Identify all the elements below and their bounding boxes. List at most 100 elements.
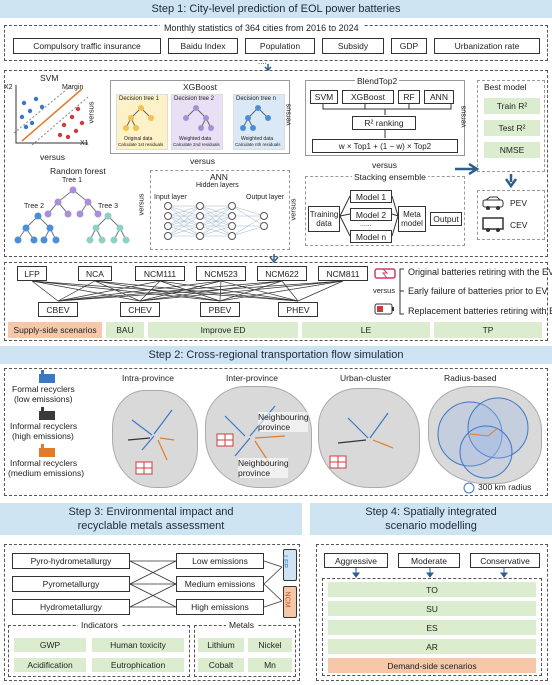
rf-tree-label: Tree 2	[24, 203, 44, 210]
svm-x2-label: X2	[4, 84, 13, 91]
arrow-down-icon	[269, 254, 279, 264]
arrow-down-icon	[504, 174, 518, 188]
versus-label: versus	[190, 156, 216, 166]
xgb-residual-label: Calculate 2nd residuals	[173, 142, 220, 147]
stack-model-box: Model n	[350, 230, 392, 243]
demand-scenario-box: TO	[328, 582, 536, 597]
step4-panel	[316, 544, 548, 681]
output-box: Output	[430, 212, 462, 226]
xgb-tree-2	[171, 94, 223, 150]
radius-based-map	[428, 386, 542, 484]
metals-title: Metals	[226, 620, 258, 630]
vehicle-box: PBEV	[200, 302, 240, 317]
stack-arrows	[340, 195, 399, 237]
ann-output-label: Output layer	[246, 194, 285, 201]
metal-box: Nickel	[248, 638, 292, 652]
vehicle-box: CBEV	[38, 302, 78, 317]
versus-label: versus	[283, 103, 293, 126]
xgb-tree-label: Decision tree n	[236, 96, 277, 102]
recycler-detail: (high emissions)	[12, 431, 74, 441]
models-panel	[4, 70, 548, 257]
metal-box: Cobalt	[198, 658, 244, 672]
scenario-box: BAU	[106, 322, 144, 338]
svm-plot	[13, 84, 89, 146]
metric-box: Train R²	[484, 98, 540, 114]
step3-panel	[4, 544, 300, 681]
indicators-title: Indicators	[78, 620, 121, 630]
scenario-box: Improve ED	[148, 322, 298, 338]
ann-title: ANN	[210, 172, 228, 182]
versus-label: versus	[372, 160, 398, 170]
chem-box: NCA	[78, 266, 112, 281]
formal-recycler-icon	[39, 370, 55, 383]
stack-ellipsis: ......	[360, 221, 372, 228]
blend-title: BlendTop2	[355, 76, 400, 86]
emission-box: High emissions	[176, 599, 264, 615]
blend-arrows	[322, 104, 452, 138]
xgb-tree-n	[233, 94, 285, 150]
informal-high-recycler-icon	[39, 407, 55, 420]
meta-model-label: Meta model	[401, 210, 423, 228]
ann-network	[164, 202, 268, 240]
svg-text:....: ....	[258, 58, 267, 66]
map-title: Radius-based	[444, 373, 497, 383]
vehicle-box: PHEV	[278, 302, 318, 317]
process-box: Pyrometallurgy	[12, 576, 130, 592]
chem-box: LFP	[17, 266, 47, 281]
xgb-data-label: Weighted data	[179, 136, 212, 142]
process-box: Hydrometallurgy	[12, 599, 130, 615]
retire-bracket	[399, 268, 404, 315]
supply-scenarios-label: Supply-side scenarios	[8, 322, 102, 338]
step4-title: Step 4: Spatially integrated scenario mo…	[365, 506, 497, 532]
emission-battery-links	[264, 560, 283, 608]
xgb-tree-1	[116, 94, 168, 150]
demand-scenarios-label: Demand-side scenarios	[328, 658, 536, 673]
stack-model-box: Model 1	[350, 190, 392, 203]
rf-graphics	[14, 186, 130, 244]
demand-scenario-box: SU	[328, 601, 536, 616]
lfp-battery-icon	[283, 549, 297, 581]
demand-scenario-box: ES	[328, 620, 536, 635]
metric-box: Test R²	[484, 120, 540, 136]
neighbour-label: Neighbouring province	[238, 458, 289, 478]
svm-x1-label: X1	[80, 140, 89, 147]
arrow-right-icon	[455, 163, 480, 175]
feature-box: Baidu Index	[168, 38, 238, 54]
blend-formula-box: w × Top1 + (1 − w) × Top2	[312, 139, 458, 153]
xgb-residual-label: Calculate nth residuals	[235, 142, 281, 147]
indicator-box: Eutrophication	[92, 658, 184, 672]
step3-banner: Step 3: Environmental impact and recycla…	[0, 503, 302, 535]
emission-box: Low emissions	[176, 553, 264, 569]
rf-title: Random forest	[50, 166, 106, 176]
vehicle-box: CHEV	[120, 302, 160, 317]
feature-box: Compulsory traffic insurance	[13, 38, 161, 54]
process-emission-links	[130, 560, 177, 608]
lfp-battery-label: LFP	[280, 555, 288, 568]
mode-arrows	[352, 568, 508, 578]
ann-input-label: Input layer	[154, 194, 187, 201]
cev-label: CEV	[510, 220, 528, 230]
indicator-box: Human toxicity	[92, 638, 184, 652]
cev-icon	[482, 217, 504, 232]
xgb-tree-graphics	[123, 105, 271, 131]
training-data-box: Training data	[308, 206, 340, 232]
informal-medium-recycler-icon	[39, 444, 55, 457]
map-title: Inter-province	[226, 373, 278, 383]
map-title: Urban-cluster	[340, 373, 392, 383]
chemistry-panel	[4, 262, 548, 341]
radius-circles	[437, 397, 529, 479]
versus-label: versus	[86, 101, 96, 124]
ncm-battery-label: NCM	[283, 591, 291, 608]
recycler-detail: (low emissions)	[14, 394, 73, 404]
process-box: Pyro-hydrometallurgy	[12, 553, 130, 569]
metric-box: NMSE	[484, 142, 540, 158]
mode-box: Conservative	[470, 553, 540, 568]
feature-box: Urbanization rate	[434, 38, 540, 54]
neighbour-label: Neighbouring province	[258, 412, 309, 432]
recycler-name: Formal recyclers	[12, 384, 75, 394]
xgb-tree-label: Decision tree 1	[119, 96, 160, 102]
blend-model-box: RF	[398, 90, 420, 104]
xgboost-title: XGBoost	[183, 82, 218, 92]
step4-banner: Step 4: Spatially integrated scenario mo…	[310, 503, 552, 535]
retire-label: Early failure of batteries prior to EV	[408, 286, 548, 296]
